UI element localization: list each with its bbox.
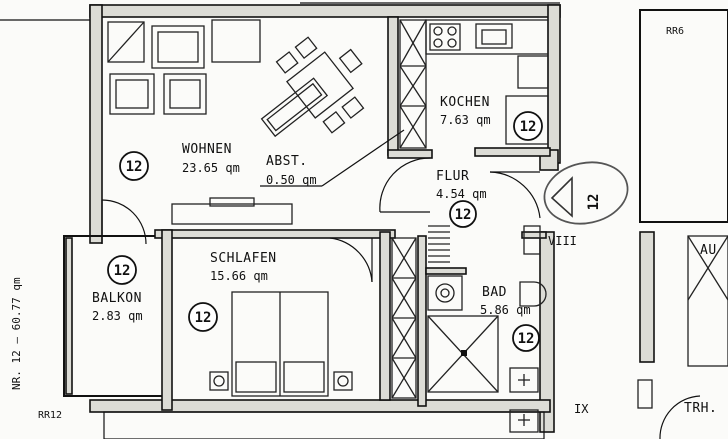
wall-bath-north	[425, 267, 467, 275]
roman-viii-label: VIII	[548, 234, 577, 248]
wall-north	[89, 4, 561, 18]
right-unit-wall	[639, 231, 655, 363]
nightstand-left	[209, 371, 229, 391]
right-unit-door	[659, 395, 701, 439]
zone-marker-wohnen: 12	[119, 151, 149, 181]
kitchen-tall-cabinets	[399, 19, 427, 149]
right-trh-label: TRH.	[684, 401, 717, 416]
sofa	[151, 25, 205, 69]
kitchen-counter	[425, 19, 549, 55]
svg-text:12: 12	[520, 119, 537, 135]
wall-kitchen-south-b	[474, 147, 551, 157]
armchair	[109, 73, 155, 115]
bedroom-door-swing	[329, 237, 373, 283]
room-area-wohnen: 23.65 qm	[182, 161, 240, 175]
sink	[475, 23, 513, 49]
svg-text:12: 12	[455, 207, 472, 223]
room-area-balkon: 2.83 qm	[92, 309, 143, 323]
kitchen-chair	[517, 55, 549, 89]
shower-drain	[461, 350, 467, 356]
hall-door-swing	[379, 157, 431, 213]
room-area-bad: 5.86 qm	[480, 303, 531, 317]
zone-marker-bad: 12	[512, 324, 540, 352]
wall-east-lower	[539, 231, 555, 433]
zone-marker-schlafen: 12	[188, 302, 218, 332]
balcony-rail	[65, 237, 73, 395]
washbasin	[427, 275, 463, 311]
vertical-unit-label: NR. 12 — 60.77 qm	[10, 277, 23, 390]
svg-text:12: 12	[586, 194, 602, 211]
cabinet	[107, 21, 145, 63]
wall-south	[89, 399, 551, 413]
room-area-schlafen: 15.66 qm	[210, 269, 268, 283]
room-area-flur: 4.54 qm	[436, 187, 487, 201]
wall-kitchen-west	[387, 16, 399, 156]
right-unit-cabinet	[687, 235, 728, 367]
right-au-label: AU	[700, 243, 717, 258]
room-name-abst: ABST.	[266, 154, 308, 169]
armchair-2	[163, 73, 207, 115]
stair-symbol	[428, 225, 450, 263]
room-name-schlafen: SCHLAFEN	[210, 251, 277, 266]
abst-leader-line	[321, 129, 405, 187]
svg-text:12: 12	[114, 263, 131, 279]
wall-west-upper	[89, 4, 103, 244]
right-unit-frame	[639, 9, 728, 223]
room-name-wohnen: WOHNEN	[182, 142, 232, 157]
entry-window	[523, 225, 541, 255]
room-name-flur: FLUR	[436, 169, 469, 184]
svg-text:12: 12	[195, 310, 212, 326]
roman-ix-label: IX	[574, 402, 589, 416]
nightstand-right	[333, 371, 353, 391]
code-rr12-label: RR12	[38, 410, 62, 421]
wall-bath-west	[417, 235, 427, 407]
room-name-kochen: KOCHEN	[440, 95, 490, 110]
shower	[427, 315, 499, 393]
lower-unit-strip	[103, 411, 545, 439]
bath-appliance	[509, 367, 539, 393]
tv-unit	[171, 203, 293, 225]
balcony-door-swing	[101, 199, 147, 245]
right-unit-small-box	[637, 379, 653, 409]
entry-door-swing	[489, 171, 541, 219]
zone-marker-kochen: 12	[513, 111, 543, 141]
wall-east-upper	[547, 4, 561, 164]
zone-marker-flur: 12	[449, 200, 477, 228]
zone-marker-balkon: 12	[107, 255, 137, 285]
sideboard	[211, 19, 261, 63]
wall-living-bedroom	[154, 229, 396, 239]
lounger	[260, 77, 329, 138]
svg-text:12: 12	[126, 159, 143, 175]
wall-hall-west	[379, 231, 391, 401]
stove	[429, 23, 461, 51]
wall-balcony-bedroom	[161, 229, 173, 411]
room-area-kochen: 7.63 qm	[440, 113, 491, 127]
toilet	[519, 281, 547, 307]
room-area-abst: 0.50 qm	[266, 173, 317, 187]
wall-kitchen-south	[387, 149, 433, 159]
room-name-bad: BAD	[482, 285, 507, 300]
dining-table	[275, 36, 365, 134]
svg-text:12: 12	[518, 331, 535, 347]
wall-hall-east	[521, 231, 547, 239]
kitchen-table	[505, 95, 549, 145]
lower-appliance	[509, 409, 539, 433]
room-name-balkon: BALKON	[92, 291, 142, 306]
code-rr6-label: RR6	[666, 26, 684, 37]
entry-marker: 12	[543, 161, 629, 225]
